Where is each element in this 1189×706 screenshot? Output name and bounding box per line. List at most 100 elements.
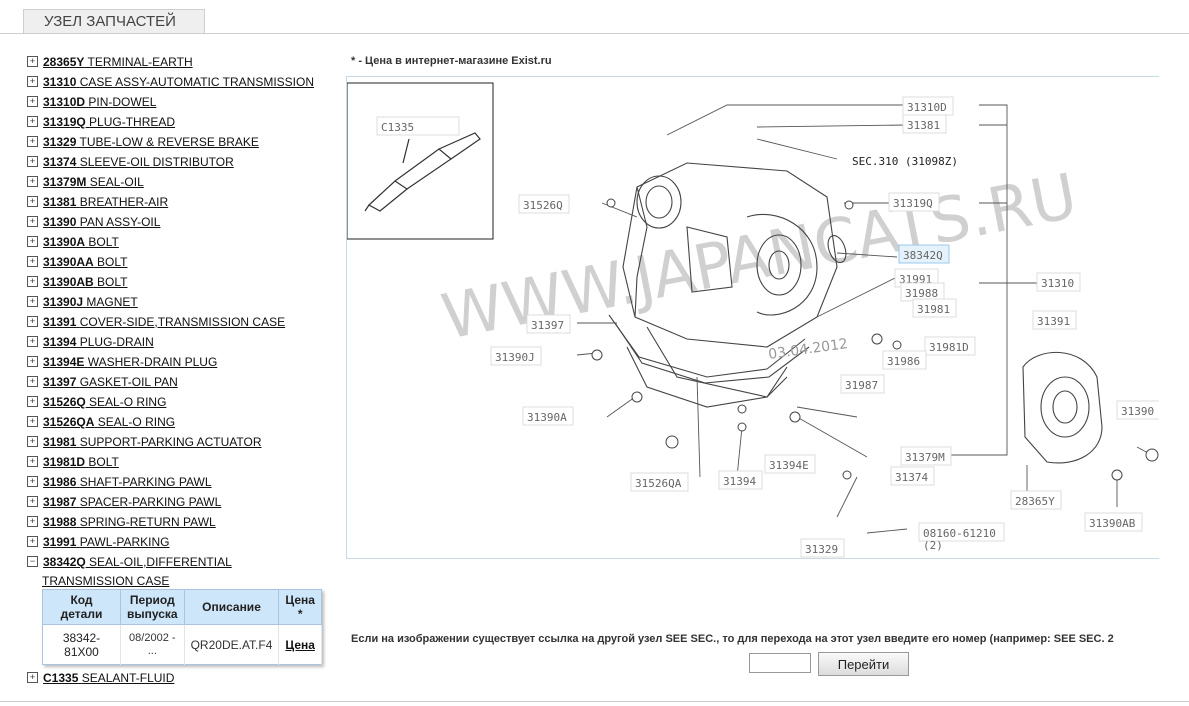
expand-icon[interactable]: + xyxy=(27,456,38,468)
expand-icon[interactable]: + xyxy=(27,376,38,388)
diagram-label-box xyxy=(376,116,460,136)
tree-item-31390aa[interactable]: +31390AA BOLT xyxy=(27,252,342,272)
diagram-label-box xyxy=(518,194,570,214)
cell-description: QR20DE.AT.F4 xyxy=(184,624,280,665)
diagram-label-38342q[interactable]: 38342Q xyxy=(903,249,943,262)
diagram-label-sec-310-31098z-[interactable]: SEC.310 (31098Z) xyxy=(852,155,958,168)
diagram-label-31981[interactable]: 31981 xyxy=(917,303,950,316)
diagram-label-31390j[interactable]: 31390J xyxy=(495,351,535,364)
tree-item-31394[interactable]: +31394 PLUG-DRAIN xyxy=(27,332,342,352)
tree-item-31390j[interactable]: +31390J MAGNET xyxy=(27,292,342,312)
diagram-label-31526q[interactable]: 31526Q xyxy=(523,199,563,212)
tree-item-31991[interactable]: +31991 PAWL-PARKING xyxy=(27,532,342,552)
tree-item-31526qa[interactable]: +31526QA SEAL-O RING xyxy=(27,412,342,432)
expand-icon[interactable]: + xyxy=(27,96,38,108)
tree-item-31981d[interactable]: +31981D BOLT xyxy=(27,452,342,472)
tree-item-31988[interactable]: +31988 SPRING-RETURN PAWL xyxy=(27,512,342,532)
expand-icon[interactable]: + xyxy=(27,116,38,128)
col-price: Цена * xyxy=(278,589,322,625)
expand-icon[interactable]: + xyxy=(27,356,38,368)
expand-icon[interactable]: + xyxy=(27,136,38,148)
expand-icon[interactable]: + xyxy=(27,156,38,168)
expand-icon[interactable]: + xyxy=(27,196,38,208)
diagram-label-31394e[interactable]: 31394E xyxy=(769,459,809,472)
tree-item-31981[interactable]: +31981 SUPPORT-PARKING ACTUATOR xyxy=(27,432,342,452)
expand-icon[interactable]: + xyxy=(27,256,38,268)
diagram-label-31981d[interactable]: 31981D xyxy=(929,341,969,354)
tree-item-31329[interactable]: +31329 TUBE-LOW & REVERSE BRAKE xyxy=(27,132,342,152)
part-details-table: Код детали Период выпуска Описание Цена … xyxy=(42,589,322,665)
expand-icon[interactable]: + xyxy=(27,236,38,248)
diagram-label-31374[interactable]: 31374 xyxy=(895,471,928,484)
diagram-label-31986[interactable]: 31986 xyxy=(887,355,920,368)
diagram-label-31310d[interactable]: 31310D xyxy=(907,101,947,114)
section-number-input[interactable] xyxy=(749,653,811,673)
tree-item-c1335[interactable]: +C1335 SEALANT-FLUID xyxy=(27,668,174,688)
price-link[interactable]: Цена xyxy=(285,637,315,652)
expand-icon[interactable]: + xyxy=(27,276,38,288)
tree-item-31319q[interactable]: +31319Q PLUG-THREAD xyxy=(27,112,342,132)
tree-item-31390a[interactable]: +31390A BOLT xyxy=(27,232,342,252)
diagram-label-31310[interactable]: 31310 xyxy=(1041,277,1074,290)
diagram-label-28365y[interactable]: 28365Y xyxy=(1015,495,1055,508)
expand-icon[interactable]: + xyxy=(27,316,38,328)
tree-item-31379m[interactable]: +31379M SEAL-OIL xyxy=(27,172,342,192)
tree-item-31374[interactable]: +31374 SLEEVE-OIL DISTRIBUTOR xyxy=(27,152,342,172)
tree-item-31381[interactable]: +31381 BREATHER-AIR xyxy=(27,192,342,212)
diagram-label-box xyxy=(912,298,957,318)
expand-icon[interactable]: + xyxy=(27,336,38,348)
go-button[interactable]: Перейти xyxy=(818,652,909,676)
tree-item-38342q-cont[interactable]: TRANSMISSION CASE xyxy=(42,574,170,588)
diagram-label-31381[interactable]: 31381 xyxy=(907,119,940,132)
expand-icon[interactable]: + xyxy=(27,416,38,428)
diagram-label-31394[interactable]: 31394 xyxy=(723,475,756,488)
expand-icon[interactable]: + xyxy=(27,176,38,188)
tree-item-31390ab[interactable]: +31390AB BOLT xyxy=(27,272,342,292)
tree-item-31391[interactable]: +31391 COVER-SIDE,TRANSMISSION CASE xyxy=(27,312,342,332)
collapse-icon[interactable]: − xyxy=(27,556,38,568)
diagram-label-31397[interactable]: 31397 xyxy=(531,319,564,332)
tree-item-31390[interactable]: +31390 PAN ASSY-OIL xyxy=(27,212,342,232)
diagram-label-31329[interactable]: 31329 xyxy=(805,543,838,556)
expand-icon[interactable]: + xyxy=(27,496,38,508)
diagram-label-box xyxy=(924,336,976,356)
diagram-label-08160-61210[interactable]: 08160-61210 xyxy=(923,527,996,540)
diagram-label--2-[interactable]: (2) xyxy=(923,539,943,552)
diagram-label-box xyxy=(1010,490,1062,510)
diagram-label-31988[interactable]: 31988 xyxy=(905,287,938,300)
expand-icon[interactable]: + xyxy=(27,296,38,308)
tree-item-28365y[interactable]: +28365Y TERMINAL-EARTH xyxy=(27,52,342,72)
expand-icon[interactable]: + xyxy=(27,76,38,88)
tree-item-31987[interactable]: +31987 SPACER-PARKING PAWL xyxy=(27,492,342,512)
diagram-label-31391[interactable]: 31391 xyxy=(1037,315,1070,328)
tree-item-31986[interactable]: +31986 SHAFT-PARKING PAWL xyxy=(27,472,342,492)
expand-icon[interactable]: + xyxy=(27,396,38,408)
diagram-label-c1335[interactable]: C1335 xyxy=(381,121,414,134)
tree-item-38342q[interactable]: −38342Q SEAL-OIL,DIFFERENTIAL xyxy=(27,552,342,572)
diagram-label-31390a[interactable]: 31390A xyxy=(527,411,567,424)
diagram-label-box xyxy=(840,374,885,394)
diagram-label-31390[interactable]: 31390 xyxy=(1121,405,1154,418)
bottom-divider xyxy=(0,701,1189,702)
expand-icon[interactable]: + xyxy=(27,476,38,488)
tab-parts-assembly[interactable]: УЗЕЛ ЗАПЧАСТЕЙ xyxy=(23,9,205,33)
diagram-label-31319q[interactable]: 31319Q xyxy=(893,197,933,210)
tree-item-31397[interactable]: +31397 GASKET-OIL PAN xyxy=(27,372,342,392)
expand-icon[interactable]: + xyxy=(27,672,38,684)
diagram-label-box xyxy=(1084,512,1143,532)
cell-period: 08/2002 - ... xyxy=(120,624,185,665)
tree-item-31310d[interactable]: +31310D PIN-DOWEL xyxy=(27,92,342,112)
expand-icon[interactable]: + xyxy=(27,56,38,68)
table-row: 38342-81X00 08/2002 - ... QR20DE.AT.F4 Ц… xyxy=(42,624,322,665)
expand-icon[interactable]: + xyxy=(27,436,38,448)
diagram-label-31987[interactable]: 31987 xyxy=(845,379,878,392)
tree-item-31526q[interactable]: +31526Q SEAL-O RING xyxy=(27,392,342,412)
diagram-label-31379m[interactable]: 31379M xyxy=(905,451,945,464)
tree-item-31310[interactable]: +31310 CASE ASSY-AUTOMATIC TRANSMISSION xyxy=(27,72,342,92)
diagram-label-31526qa[interactable]: 31526QA xyxy=(635,477,682,490)
expand-icon[interactable]: + xyxy=(27,216,38,228)
expand-icon[interactable]: + xyxy=(27,516,38,528)
tree-item-31394e[interactable]: +31394E WASHER-DRAIN PLUG xyxy=(27,352,342,372)
expand-icon[interactable]: + xyxy=(27,536,38,548)
diagram-label-31390ab[interactable]: 31390AB xyxy=(1089,517,1136,530)
